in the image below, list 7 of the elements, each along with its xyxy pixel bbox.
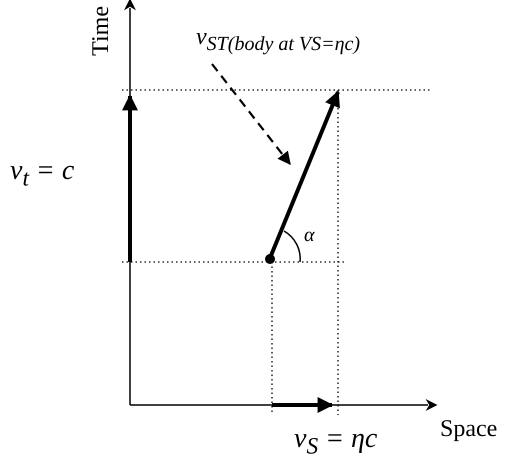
angle-label: α	[304, 224, 314, 246]
axis-label: Time	[88, 6, 114, 56]
leader-arrow	[211, 63, 291, 166]
vector-label: v$_{t}$ = c	[10, 156, 74, 192]
vector-label: v$_{S}$ = ηc	[294, 424, 378, 460]
axis-label: Space	[440, 416, 498, 442]
vector-arrow	[265, 90, 340, 264]
